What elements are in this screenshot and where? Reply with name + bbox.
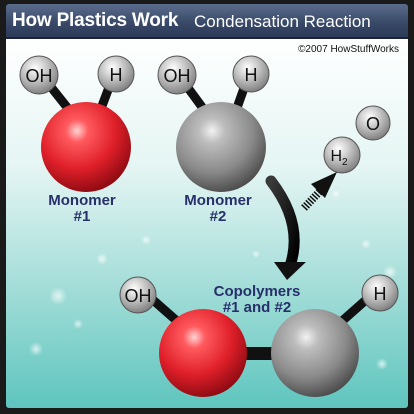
page-subtitle: Condensation Reaction: [194, 12, 371, 31]
gray-atom: [271, 309, 359, 397]
hydrogen-atom: [97, 55, 135, 93]
monomer-2-number: #2: [210, 208, 227, 225]
hydrogen-atom: [232, 55, 270, 93]
red-atom: [41, 102, 131, 192]
hydrogen-label: H: [110, 65, 123, 85]
red-atom: [159, 309, 247, 397]
monomer-2: OH H Monomer #2: [157, 55, 270, 225]
oxygen-label: O: [366, 114, 380, 134]
monomer-1: OH H Monomer #1: [19, 55, 135, 225]
byproduct-arrow: [301, 172, 337, 211]
diagram-frame: How Plastics Work Condensation Reaction: [6, 4, 408, 408]
hydroxyl-label: OH: [164, 66, 191, 86]
reaction-arrowhead: [274, 262, 306, 280]
hydrogen-atom: [361, 274, 399, 312]
monomer-1-number: #1: [74, 208, 91, 225]
hydroxyl-label: OH: [26, 66, 53, 86]
hydrogen-label: H: [245, 65, 258, 85]
hydroxyl-label: OH: [125, 286, 152, 306]
copyright-text: ©2007 HowStuffWorks: [298, 44, 399, 55]
monomer-2-label: Monomer: [184, 192, 252, 209]
hydrogen-label: H: [374, 284, 387, 304]
gray-atom: [176, 102, 266, 192]
reaction-arrow-curve: [265, 175, 300, 272]
copolymers-number: #1 and #2: [223, 299, 291, 316]
page-title: How Plastics Work: [12, 10, 179, 31]
oxygen-atom: [355, 105, 391, 141]
water-byproduct: H2 O: [323, 105, 391, 174]
hydroxyl-atom: [19, 55, 59, 95]
h2-atom: [323, 136, 361, 174]
reaction-arrows: [265, 172, 337, 280]
h2-label: H2: [330, 148, 348, 168]
condensation-reaction-diagram: ©2007 HowStuffWorks OH H Monomer #1 OH H…: [6, 39, 408, 408]
monomer-1-label: Monomer: [48, 192, 116, 209]
copolymers-label: Copolymers: [214, 283, 301, 300]
background-bubbles: [29, 190, 397, 370]
title-bar: How Plastics Work Condensation Reaction: [6, 4, 408, 39]
hydroxyl-atom: [119, 276, 157, 314]
hydroxyl-atom: [157, 55, 197, 95]
copolymer: Copolymers #1 and #2 OH H: [119, 274, 399, 397]
